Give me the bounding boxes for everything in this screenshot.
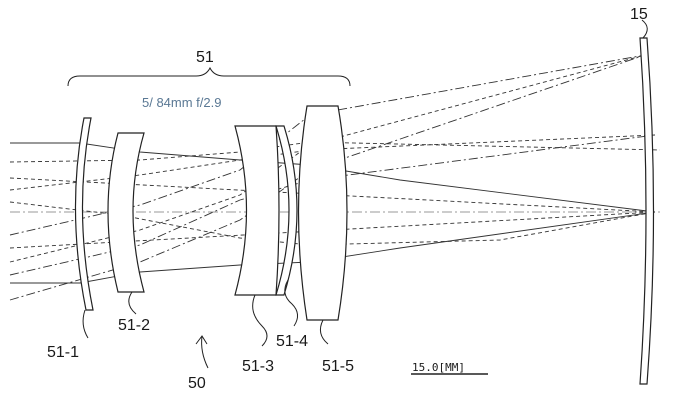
image-plane-15 [639,37,655,385]
lens-51-2 [107,132,145,293]
ray-cross-1 [9,141,661,163]
leader-51-4 [284,279,298,327]
system-label: 50 [188,375,206,392]
lens-51-4 [275,125,298,296]
ray-mid-1 [9,134,656,191]
system-arrowhead [195,335,208,345]
ray-top-1 [9,54,646,236]
system-arrow [201,335,209,369]
group-label: 51 [196,49,214,66]
lens-group-51 [74,105,348,321]
leader-51-2 [128,291,137,315]
leader-51-3 [252,294,268,347]
label-51-4: 51-4 [276,333,308,350]
lens-51-1 [74,117,94,311]
lens-51-5 [297,105,348,321]
label-51-3: 51-3 [242,358,274,375]
ray-solid-bottom [10,211,656,284]
scale-bar-label: 15.0[MM] [412,361,465,374]
image-plane-label: 15 [630,6,648,23]
ray-mid-2 [9,134,656,276]
ray-top-3 [9,54,646,301]
label-51-2: 51-2 [118,317,150,334]
spec-text: 5/ 84mm f/2.9 [142,95,221,110]
image-plane-leader [641,19,648,39]
ray-top-2 [9,54,646,263]
label-51-5: 51-5 [322,358,354,375]
leader-51-5 [319,319,329,345]
label-51-1: 51-1 [47,344,79,361]
leader-51-1 [82,309,89,339]
group-brace [67,66,351,87]
lens-51-3 [234,125,280,296]
